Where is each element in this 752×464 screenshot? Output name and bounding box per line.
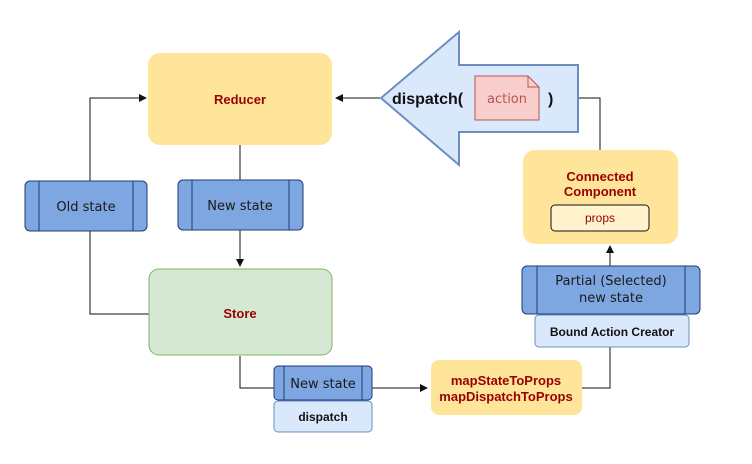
partial-state-line1: Partial (Selected)	[555, 274, 666, 289]
bound-action-creator-badge: Bound Action Creator	[534, 314, 690, 348]
reducer-label: Reducer	[214, 92, 266, 107]
action-document-icon	[474, 75, 540, 121]
connected-component-node: Connected Component props	[523, 150, 678, 244]
props-box	[550, 204, 650, 232]
new-state-bottom-node: New state	[273, 365, 373, 401]
dispatch-call-close: )	[548, 91, 553, 108]
map-state-label: mapStateToProps	[451, 373, 561, 388]
connected-line2: Component	[564, 184, 637, 199]
partial-state-node: Partial (Selected) new state	[521, 265, 701, 315]
dispatch-arrow: dispatch( action )	[379, 29, 579, 168]
bound-action-creator-label: Bound Action Creator	[550, 325, 675, 339]
partial-state-line2: new state	[579, 291, 643, 306]
new-state-bottom-label: New state	[290, 377, 355, 392]
dispatch-badge: dispatch	[273, 400, 373, 433]
map-props-node: mapStateToProps mapDispatchToProps	[431, 360, 582, 415]
props-label: props	[585, 211, 615, 225]
action-label: action	[487, 92, 527, 107]
new-state-top-node: New state	[177, 179, 304, 231]
dispatch-call-open: dispatch(	[392, 91, 464, 108]
map-dispatch-label: mapDispatchToProps	[439, 389, 572, 404]
reducer-node: Reducer	[148, 53, 332, 145]
new-state-top-label: New state	[207, 199, 272, 214]
old-state-node: Old state	[24, 180, 148, 232]
connected-line1: Connected	[566, 169, 633, 184]
edge-component-to-dispatch	[578, 97, 601, 150]
dispatch-badge-label: dispatch	[298, 410, 347, 424]
store-node: Store	[148, 268, 333, 356]
store-label: Store	[223, 306, 256, 321]
old-state-label: Old state	[56, 200, 115, 215]
